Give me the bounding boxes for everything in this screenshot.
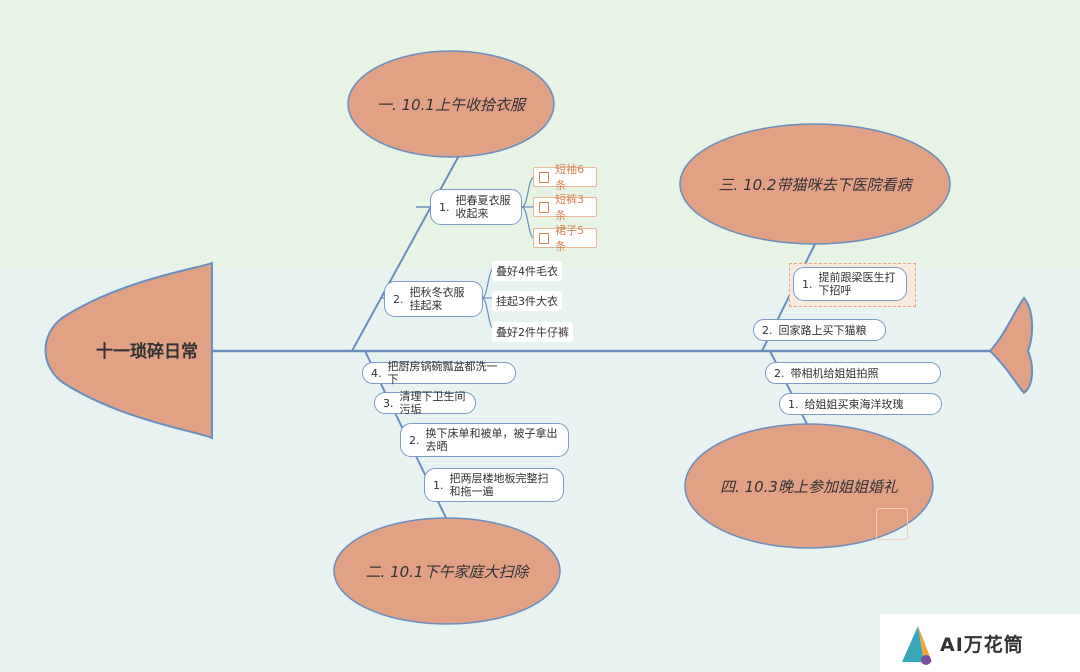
todo-item[interactable]: 短裤3条 [533,193,597,222]
task-item[interactable]: 1. 给姐姐买束海洋玫瑰 [779,393,942,415]
todo-item[interactable]: 短袖6条 [533,163,597,192]
subtask-item[interactable]: 叠好2件牛仔裤 [492,322,573,342]
task-item[interactable]: 3. 清理下卫生间污垢 [374,390,476,416]
overlay-square [876,508,908,540]
task-item[interactable]: 2. 回家路上买下猫粮 [753,319,886,341]
watermark-text: AI万花筒 [940,634,1024,656]
category-node-3[interactable] [679,123,951,245]
checkbox-icon[interactable] [539,232,550,244]
watermark-logo [880,614,1080,672]
task-item[interactable]: 2. 把秋冬衣服挂起来 [384,281,483,317]
task-item[interactable]: 2. 带相机给姐姐拍照 [765,362,941,384]
bone-category-1 [351,149,463,352]
logo-icon [902,626,932,665]
category-node-2[interactable] [333,517,561,625]
task-item[interactable]: 1. 提前跟梁医生打下招呼 [793,267,907,301]
checkbox-icon[interactable] [539,201,550,213]
checkbox-icon[interactable] [539,171,550,183]
subtask-item[interactable]: 挂起3件大衣 [492,291,562,311]
task-item[interactable]: 1. 把两层楼地板完整扫和拖一遍 [424,468,564,502]
category-node-1[interactable] [347,50,555,158]
head-title: 十一琐碎日常 [96,341,198,362]
category-label-3: 三. 10.2带猫咪去下医院看病 [719,176,915,194]
fish-tail [988,296,1034,395]
fish-head[interactable] [44,261,213,440]
task-item[interactable]: 1. 把春夏衣服收起来 [430,189,522,225]
subtask-item[interactable]: 叠好4件毛衣 [492,261,562,281]
task-item[interactable]: 2. 换下床单和被单，被子拿出去晒 [400,423,569,457]
category-node-4[interactable] [684,423,934,549]
task-item[interactable]: 4. 把厨房锅碗瓢盆都洗一下 [362,360,516,386]
category-label-1: 一. 10.1上午收拾衣服 [377,96,527,114]
todo-item[interactable]: 裙子5条 [533,224,597,253]
category-label-2: 二. 10.1下午家庭大扫除 [366,563,531,581]
category-label-4: 四. 10.3晚上参加姐姐婚礼 [720,478,899,496]
